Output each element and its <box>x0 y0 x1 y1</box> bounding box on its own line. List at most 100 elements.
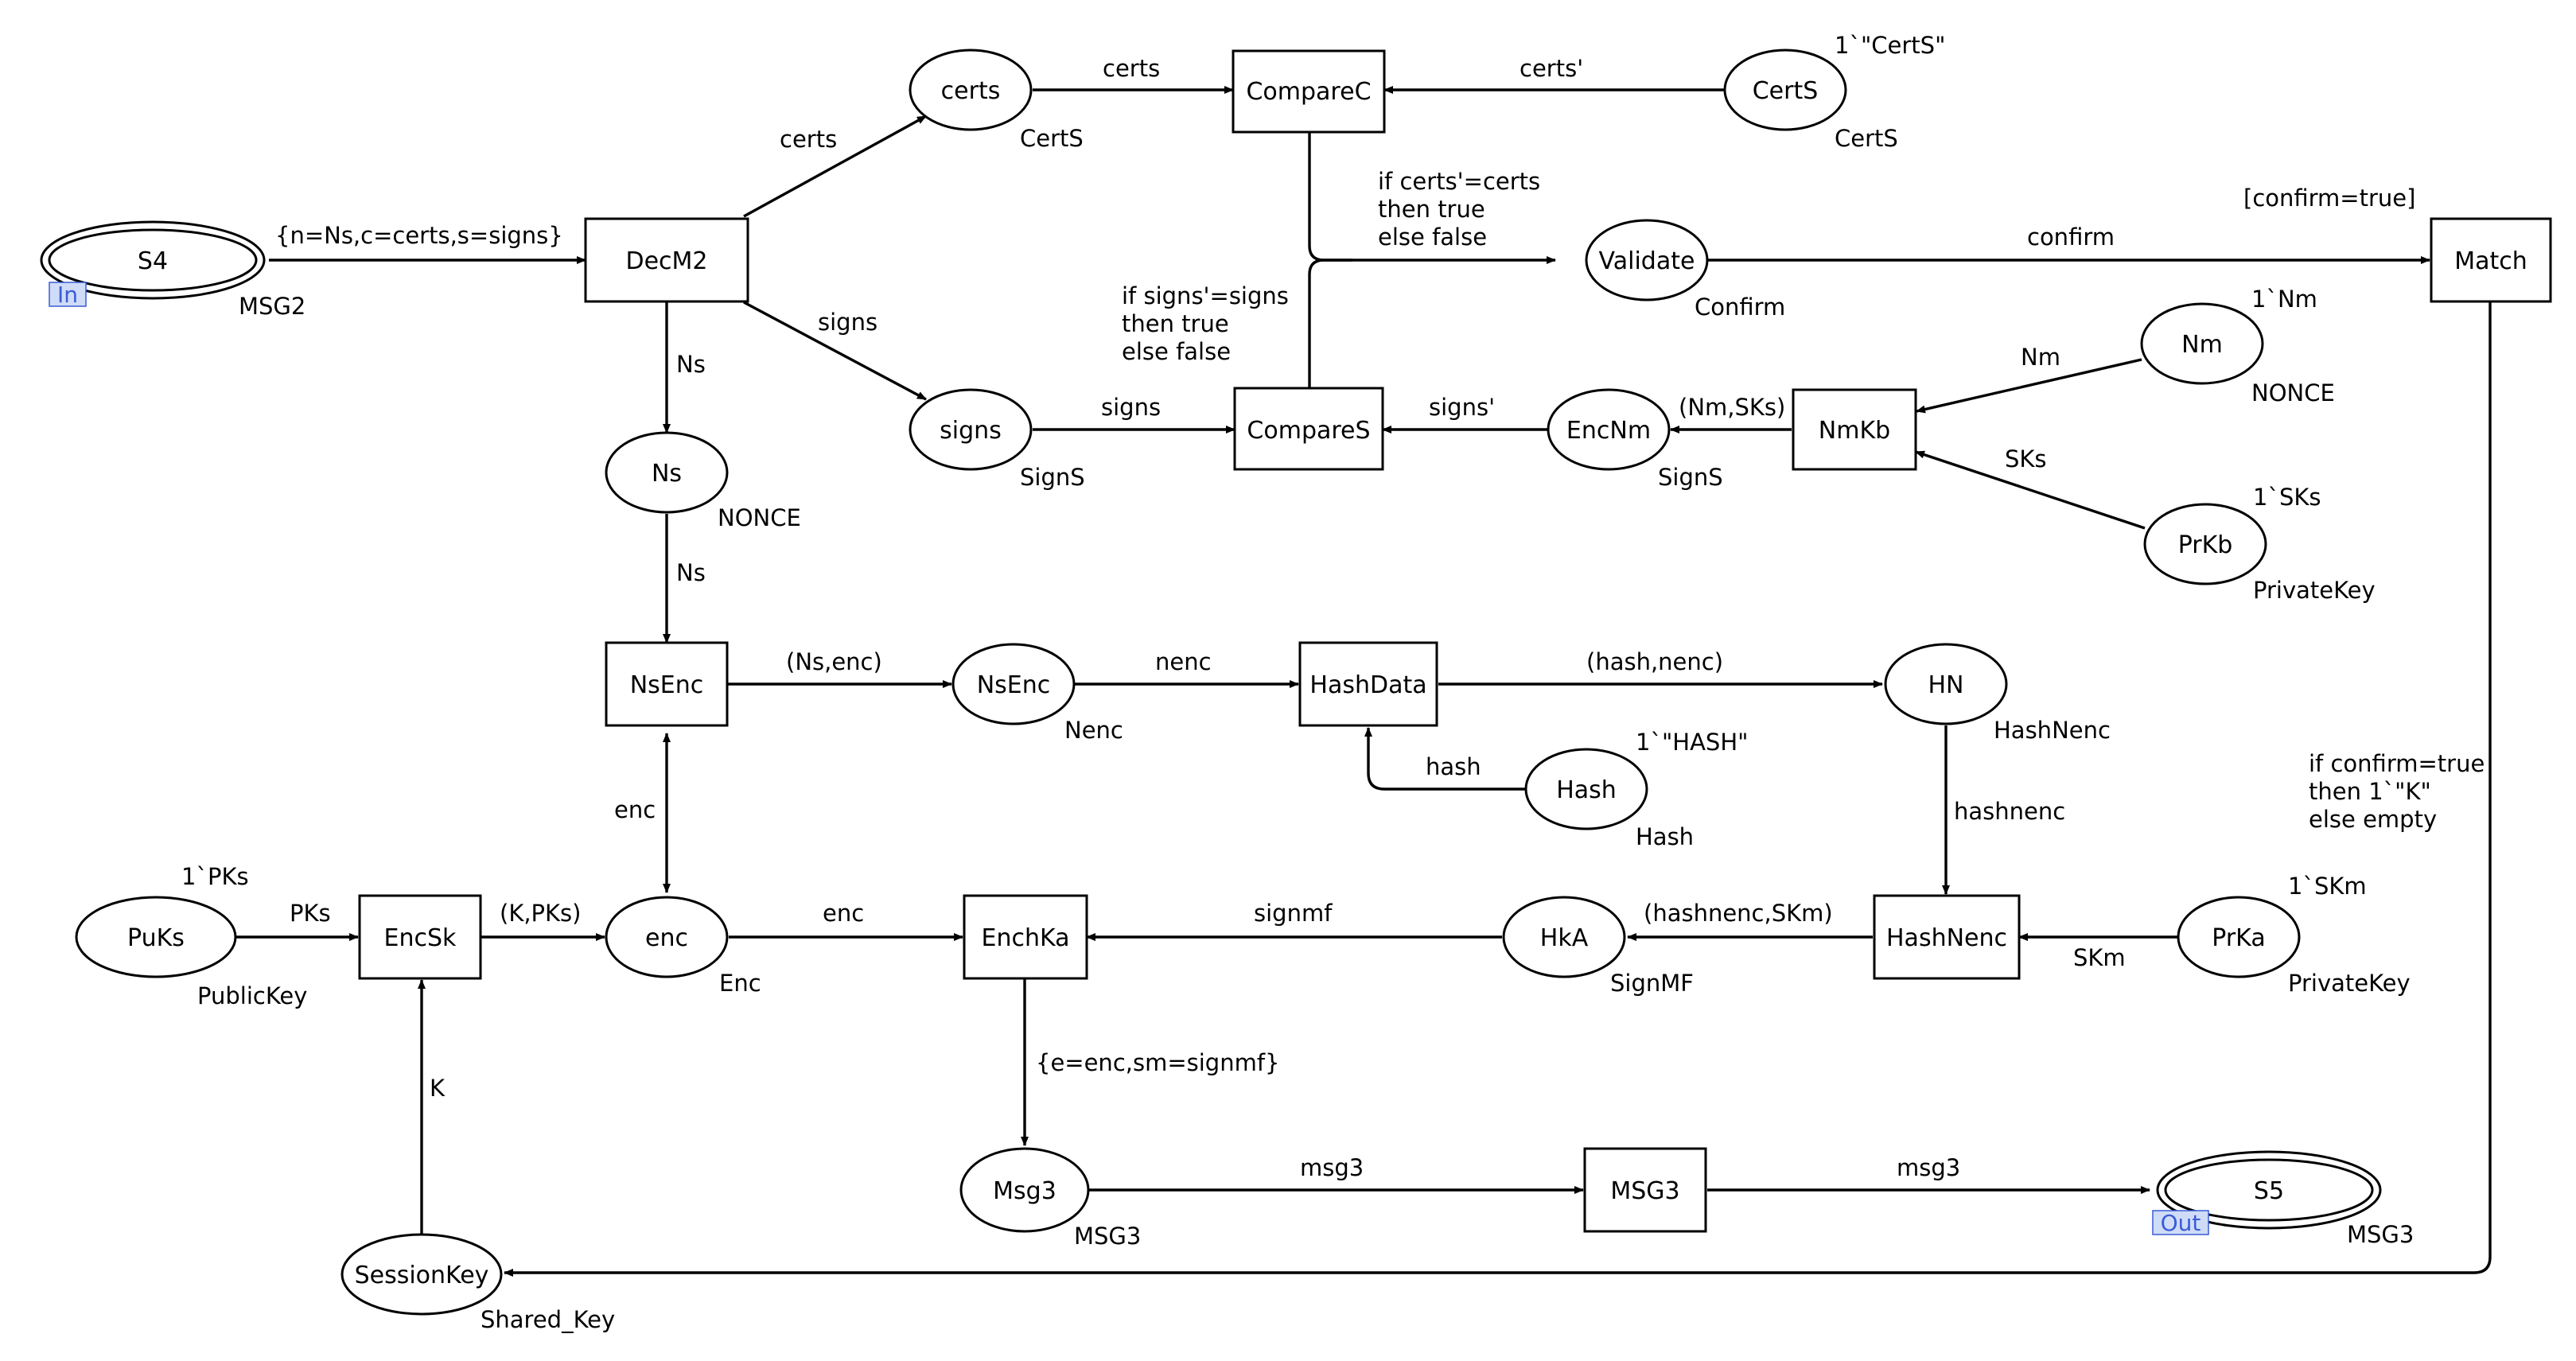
inscription-compares-validate-line1: if signs'=signs <box>1122 282 1289 309</box>
inscription-validate-match: confirm <box>2027 224 2115 251</box>
place-prka-name: PrKa <box>2212 924 2265 952</box>
place-nsenc-type: Nenc <box>1064 717 1123 744</box>
place-hka-shape <box>1502 896 1626 978</box>
arcs <box>234 86 2492 1277</box>
place-enc-name: enc <box>645 924 688 952</box>
transition-hashdata-name: HashData <box>1309 671 1426 699</box>
arc-inscriptions: {n=Ns,c=certs,s=signs} certs certs certs… <box>275 55 2485 1181</box>
place-certs-source-type: CertS <box>1835 125 1898 152</box>
place-prkb-marking: 1`SKs <box>2253 484 2321 511</box>
transition-msg3[interactable]: MSG3 <box>1583 1147 1707 1233</box>
place-certs[interactable]: certs CertS <box>909 49 1084 152</box>
transition-enchka[interactable]: EnchKa <box>963 894 1088 980</box>
place-hash-marking: 1`"HASH" <box>1636 729 1749 756</box>
place-signs[interactable]: signs SignS <box>909 388 1085 491</box>
inscription-compares-validate-line3: else false <box>1122 338 1231 365</box>
place-sessionkey-type: Shared_Key <box>481 1306 615 1333</box>
arc-decm2-signs <box>743 301 927 401</box>
place-hash[interactable]: Hash 1`"HASH" Hash <box>1524 729 1749 850</box>
place-sessionkey[interactable]: SessionKey Shared_Key <box>340 1233 615 1333</box>
transition-nmkb-box <box>1792 388 1917 471</box>
place-certs-source-marking: 1`"CertS" <box>1835 32 1945 59</box>
place-nm[interactable]: Nm 1`Nm NONCE <box>2140 286 2335 406</box>
place-s5-inner <box>2164 1158 2374 1222</box>
transition-nsenc[interactable]: NsEnc <box>605 641 729 727</box>
inscription-compares-validate-line2: then true <box>1122 310 1229 337</box>
inscription-puks-encsk: PKs <box>290 900 331 927</box>
inscription-prkb-nmkb: SKs <box>2005 445 2047 472</box>
arc-match-sessionkey <box>504 302 2492 1277</box>
place-validate[interactable]: Validate Confirm <box>1585 219 1785 321</box>
inscription-comparec-validate: if certs'=certs then true else false <box>1378 168 1547 251</box>
inscription-decm2-ns: Ns <box>676 351 706 378</box>
place-prka-marking: 1`SKm <box>2288 873 2367 900</box>
transition-hashnenc-name: HashNenc <box>1886 924 2007 952</box>
transition-enchka-box <box>963 894 1088 980</box>
place-certs-source-shape <box>1723 49 1847 131</box>
transition-compares-box <box>1233 387 1384 471</box>
place-s4-type: MSG2 <box>239 293 305 320</box>
transition-match[interactable]: Match [confirm=true] <box>2243 185 2552 303</box>
place-certs-type: CertS <box>1020 125 1084 152</box>
place-puks-name: PuKs <box>127 924 185 952</box>
place-puks-shape <box>75 896 237 978</box>
inscription-comparec-validate-line1: if certs'=certs <box>1378 168 1540 195</box>
transition-hashdata-box <box>1298 641 1438 727</box>
transition-comparec[interactable]: CompareC <box>1232 49 1386 134</box>
place-encnm-type: SignS <box>1658 464 1723 491</box>
place-hn-name: HN <box>1928 671 1964 699</box>
inscription-encsk-enc: (K,PKs) <box>500 900 581 927</box>
transition-decm2-name: DecM2 <box>625 247 707 275</box>
place-enc[interactable]: enc Enc <box>605 896 761 997</box>
place-prka[interactable]: PrKa 1`SKm PrivateKey <box>2177 873 2411 997</box>
place-validate-shape <box>1585 219 1709 301</box>
transition-compares[interactable]: CompareS <box>1233 387 1384 471</box>
place-ns[interactable]: Ns NONCE <box>605 431 801 531</box>
transition-decm2-box <box>584 217 749 303</box>
transition-encsk[interactable]: EncSk <box>358 894 482 980</box>
transition-nmkb[interactable]: NmKb <box>1792 388 1917 471</box>
place-hash-name: Hash <box>1556 776 1617 804</box>
inscription-match-sessionkey-line2: then 1`"K" <box>2309 778 2431 805</box>
place-hn[interactable]: HN HashNenc <box>1884 643 2111 744</box>
transition-hashdata[interactable]: HashData <box>1298 641 1438 727</box>
place-signs-type: SignS <box>1020 464 1085 491</box>
transitions: DecM2 CompareC CompareS NmKb Match [conf… <box>358 49 2552 1233</box>
inscription-nmkb-encnm: (Nm,SKs) <box>1679 394 1785 421</box>
place-ns-name: Ns <box>652 460 682 488</box>
inscription-hash-hashdata: hash <box>1426 753 1481 780</box>
place-prkb[interactable]: PrKb 1`SKs PrivateKey <box>2143 484 2376 604</box>
transition-match-box <box>2430 217 2552 303</box>
transition-nsenc-name: NsEnc <box>630 671 704 699</box>
transition-hashnenc-box <box>1873 894 2021 980</box>
place-encnm[interactable]: EncNm SignS <box>1547 388 1723 491</box>
place-prkb-shape <box>2143 503 2267 585</box>
place-s4[interactable]: S4 In MSG2 <box>40 220 305 320</box>
place-encnm-shape <box>1547 388 1671 471</box>
place-certs-source[interactable]: CertS 1`"CertS" CertS <box>1723 32 1945 152</box>
transition-decm2[interactable]: DecM2 <box>584 217 749 303</box>
place-msg3-type: MSG3 <box>1074 1223 1141 1250</box>
inscription-comparec-validate-line2: then true <box>1378 196 1485 223</box>
place-msg3[interactable]: Msg3 MSG3 <box>959 1147 1141 1250</box>
port-in-tag <box>49 282 87 307</box>
place-enc-shape <box>605 896 729 978</box>
transition-encsk-name: EncSk <box>384 924 457 952</box>
place-s5-name: S5 <box>2254 1177 2284 1205</box>
place-certs-source-name: CertS <box>1753 77 1819 105</box>
inscription-msg3-s5: msg3 <box>1897 1154 1960 1181</box>
inscription-nsenc-hashdata: nenc <box>1155 648 1212 675</box>
place-nm-name: Nm <box>2181 331 2223 359</box>
place-nsenc-name: NsEnc <box>977 671 1051 699</box>
place-hka-name: HkA <box>1540 924 1589 952</box>
inscription-compares-validate: if signs'=signs then true else false <box>1122 282 1296 365</box>
arc-prkb-nmkb <box>1915 450 2146 530</box>
transition-nsenc-box <box>605 641 729 727</box>
place-puks[interactable]: PuKs 1`PKs PublicKey <box>75 863 307 1009</box>
place-hka[interactable]: HkA SignMF <box>1502 896 1694 997</box>
port-out-label: Out <box>2161 1210 2201 1236</box>
transition-hashnenc[interactable]: HashNenc <box>1873 894 2021 980</box>
place-nsenc[interactable]: NsEnc Nenc <box>951 643 1123 744</box>
place-s5[interactable]: S5 Out MSG3 <box>2152 1150 2414 1248</box>
